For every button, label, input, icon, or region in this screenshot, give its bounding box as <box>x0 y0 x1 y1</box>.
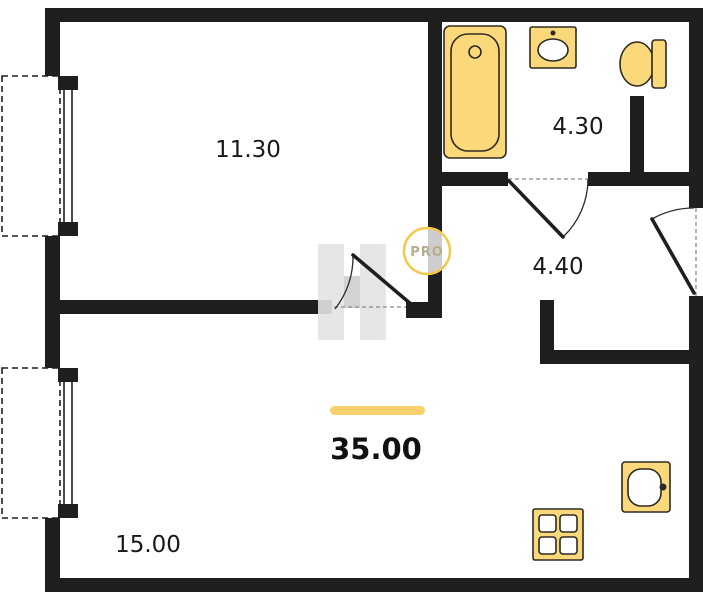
bedroom-area-label: 11.30 <box>215 137 281 163</box>
kitchen-sink-bowl <box>627 468 662 507</box>
toilet-icon <box>619 39 667 89</box>
door-leaf <box>650 217 696 295</box>
stove-burner <box>559 514 578 533</box>
window-outline <box>1 367 61 519</box>
bathtub-body <box>443 25 507 159</box>
wall-right-upper <box>689 8 703 208</box>
stove-icon <box>532 508 584 561</box>
bathroom-area-label: 4.30 <box>552 114 603 140</box>
room-labels: 11.30 4.30 4.40 15.00 <box>115 114 604 558</box>
window-jamb-top <box>58 368 78 382</box>
kitchen-sink-tap <box>659 483 667 491</box>
pro-badge-text: PRO <box>410 245 444 260</box>
wall-top <box>45 8 703 22</box>
door-bathroom <box>507 178 589 239</box>
door-bedroom <box>334 253 420 312</box>
watermark-bar-right <box>360 244 386 340</box>
exterior-walls <box>45 8 703 592</box>
pro-badge: PRO <box>402 226 452 276</box>
window-outline <box>1 75 61 237</box>
washbasin-bowl <box>537 38 569 62</box>
kitchen-sink-icon <box>621 461 671 513</box>
total-area: 35.00 <box>330 406 425 466</box>
toilet-bowl <box>619 41 655 87</box>
living-room-area-label: 15.00 <box>115 532 181 558</box>
pro-badge-ring <box>402 226 452 276</box>
window-jamb-bottom <box>58 222 78 236</box>
wall-left-middle <box>45 236 60 368</box>
washbasin-tap <box>550 30 556 36</box>
total-area-label: 35.00 <box>330 432 422 466</box>
wall-left-upper <box>45 8 60 76</box>
wall-right-lower <box>689 296 703 592</box>
total-area-accent-line <box>330 406 425 415</box>
bathtub-icon <box>443 25 507 159</box>
door-swing-arc <box>334 254 354 310</box>
wall-left-lower <box>45 518 60 592</box>
wall-bottom <box>45 578 703 592</box>
wall-bathroom-bottom-left <box>442 172 508 186</box>
wall-hall-horizontal <box>540 350 689 364</box>
door-entry <box>650 207 697 296</box>
window-jamb-bottom <box>58 504 78 518</box>
door-leaf <box>507 179 565 239</box>
wall-bedroom-bottom <box>60 300 332 314</box>
window-jamb-top <box>58 76 78 90</box>
stove-burner <box>538 514 557 533</box>
washbasin-icon <box>529 26 577 69</box>
wall-hall-vertical <box>540 300 554 364</box>
bathtub-drain <box>468 45 482 59</box>
wall-wc-left <box>630 96 644 186</box>
window-left-lower <box>1 367 78 519</box>
watermark-crossbar <box>344 276 360 308</box>
door-swing-arc <box>562 178 589 238</box>
hall-area-label: 4.40 <box>532 254 583 280</box>
watermark-bar-left <box>318 244 344 340</box>
toilet-tank <box>651 39 667 89</box>
stove-burner <box>538 536 557 555</box>
bathtub-basin <box>450 33 500 152</box>
door-swing-arc <box>651 207 695 220</box>
window-left-upper <box>1 75 78 237</box>
watermark-logo <box>318 244 386 340</box>
stove-burner <box>559 536 578 555</box>
door-leaf <box>351 253 420 312</box>
